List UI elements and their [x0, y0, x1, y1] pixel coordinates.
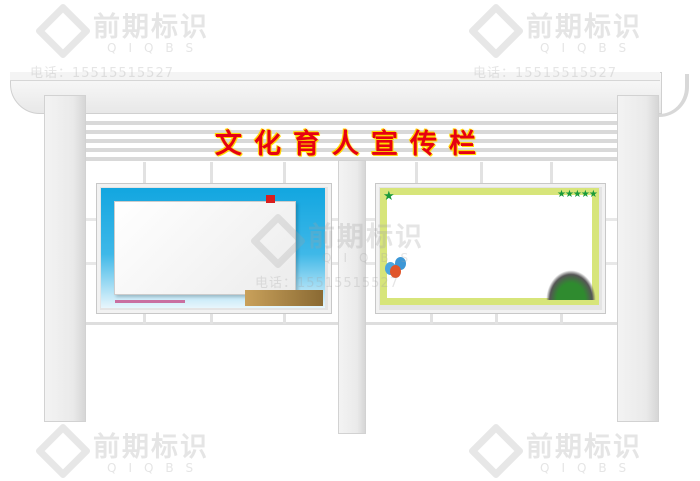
slat [86, 121, 617, 125]
slat [86, 139, 617, 143]
lattice-post [550, 162, 553, 184]
lattice-post [143, 162, 146, 184]
board-title: 文化育人宣传栏 [215, 129, 488, 160]
stars-icon: ★★★★★ [557, 189, 598, 200]
lattice-post [143, 310, 146, 324]
pencils-illustration [115, 300, 185, 303]
star-icon: ★ [383, 189, 395, 204]
lattice-post [210, 162, 213, 184]
slat [86, 157, 617, 161]
left-pillar [44, 95, 86, 422]
slat [86, 130, 617, 134]
lattice-post [495, 310, 498, 324]
watermark-logo-icon [34, 2, 92, 60]
lattice-post [283, 162, 286, 184]
balloon-icon [390, 265, 401, 278]
watermark-logo-icon [34, 422, 92, 480]
lattice-post [210, 310, 213, 324]
tree-illustration [546, 270, 596, 300]
roof-edge [10, 72, 660, 81]
lattice-post [283, 310, 286, 324]
lattice-post [560, 310, 563, 324]
right-pillar [617, 95, 659, 422]
paper-sheet [114, 201, 296, 295]
lattice-post [480, 162, 483, 184]
binder-clip-icon [266, 195, 275, 203]
center-pillar [338, 160, 366, 434]
lattice-post [415, 162, 418, 184]
watermark-logo-icon [467, 422, 525, 480]
watermark-logo-icon [467, 2, 525, 60]
roof-curl [645, 74, 689, 117]
book-illustration [245, 290, 323, 306]
lattice-post [430, 310, 433, 324]
balloon-icon [395, 257, 406, 270]
slat [86, 148, 617, 152]
